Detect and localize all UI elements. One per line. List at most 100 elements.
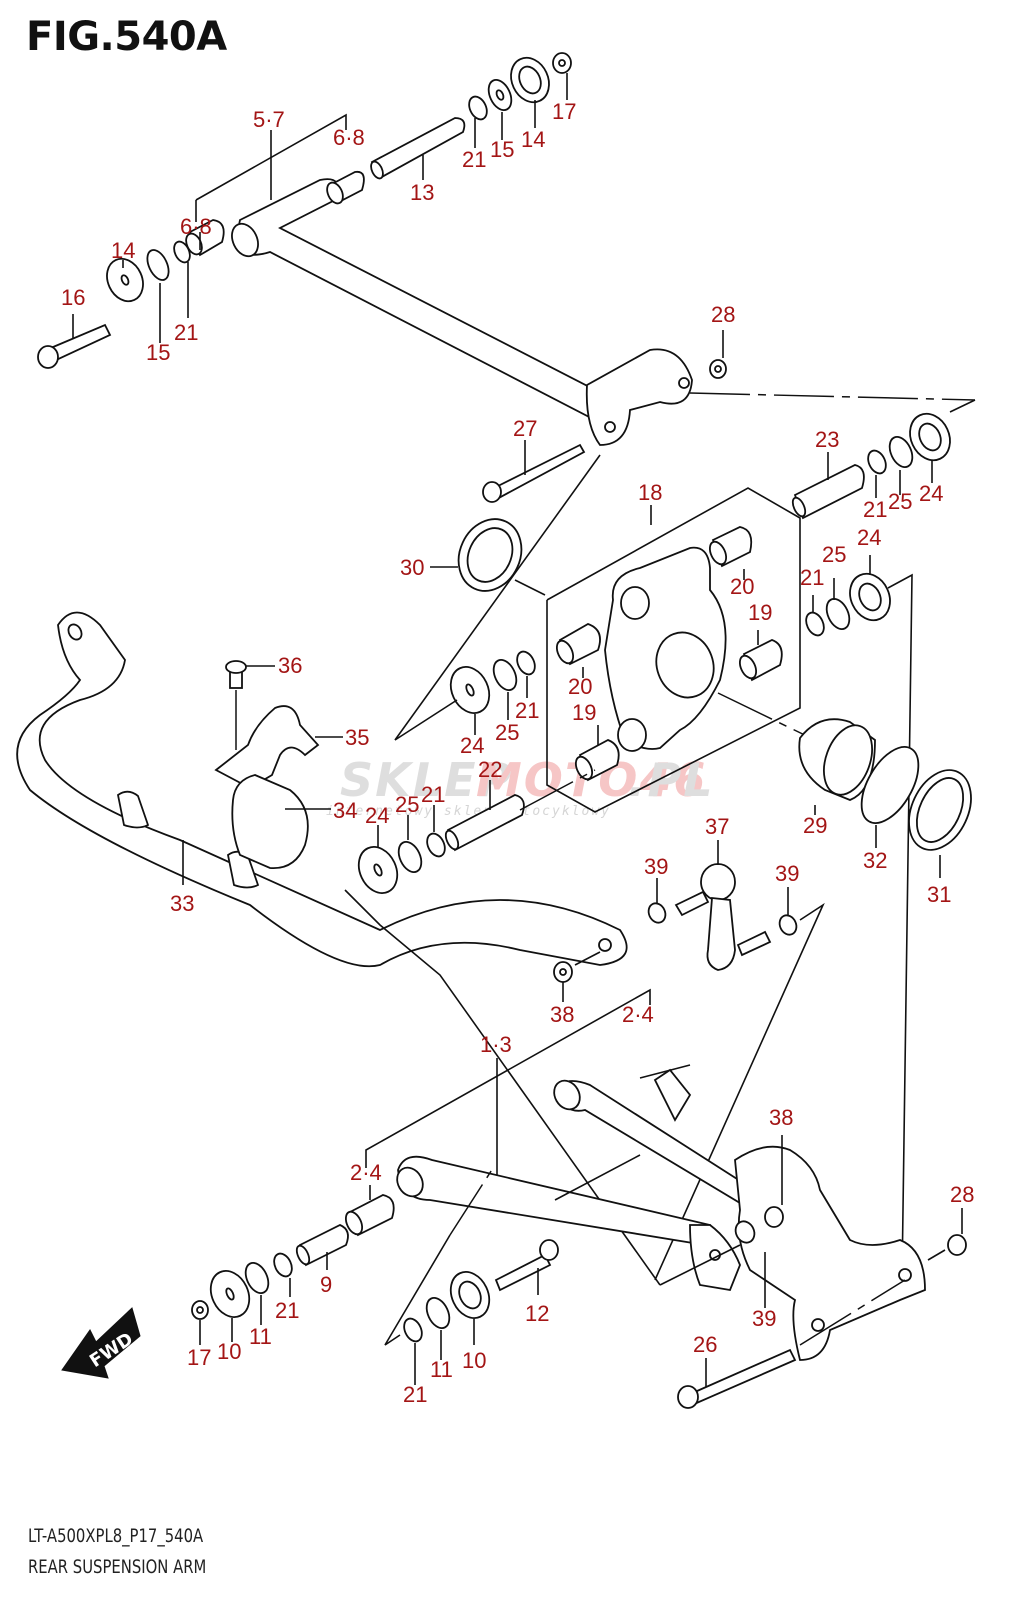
washer-25a xyxy=(888,435,914,469)
washer-11a xyxy=(244,1261,270,1295)
oil-seal-21 xyxy=(468,95,488,121)
callout-11-bottom: 11 xyxy=(430,1357,453,1382)
callout-19-lower: 19 xyxy=(572,700,596,725)
callout-38-lower: 38 xyxy=(769,1105,793,1130)
callout-28-lower: 28 xyxy=(950,1182,974,1207)
lower-center-stack xyxy=(384,1164,559,1385)
mid-lower-stack xyxy=(344,650,661,1286)
callout-18: 18 xyxy=(638,480,662,505)
washer-25b xyxy=(825,597,851,631)
cushion-10b xyxy=(449,1271,491,1319)
leader-bracket xyxy=(195,113,347,201)
callout-6-8: 6·8 xyxy=(333,125,365,150)
oil-seal-21c xyxy=(867,449,887,475)
cushion-24d xyxy=(357,846,399,894)
callout-21-right: 21 xyxy=(863,497,887,522)
callout-1-3: 1·3 xyxy=(480,1032,512,1057)
nut-28b xyxy=(947,1234,967,1256)
washer-39b xyxy=(778,914,798,936)
shaft-13 xyxy=(370,117,466,180)
bushing-34 xyxy=(231,774,309,869)
upper-bracket-assembly xyxy=(37,52,607,422)
callout-30: 30 xyxy=(400,555,424,580)
callout-5-7: 5·7 xyxy=(253,107,285,132)
seal-31 xyxy=(908,769,972,851)
callout-21: 21 xyxy=(462,147,486,172)
callout-26: 26 xyxy=(693,1332,717,1357)
washer-39c xyxy=(734,1220,756,1244)
stabilizer-link-37 xyxy=(700,863,736,901)
callout-13: 13 xyxy=(410,180,434,205)
shaft-22 xyxy=(446,794,525,852)
oil-seal-21b xyxy=(173,240,191,264)
nut-28 xyxy=(709,359,727,379)
callout-25-lower: 25 xyxy=(395,792,419,817)
callout-17: 17 xyxy=(552,99,576,124)
callout-14: 14 xyxy=(521,127,545,152)
callout-15-left: 15 xyxy=(146,340,170,365)
cushion-10a xyxy=(209,1270,251,1318)
callout-2-4-upper: 2·4 xyxy=(622,1002,654,1027)
cushion-24c xyxy=(449,666,491,714)
cushion-24b xyxy=(849,572,891,622)
oil-seal-21d xyxy=(805,611,825,637)
callout-25-center: 25 xyxy=(495,720,519,745)
washer-25c xyxy=(492,658,518,692)
callout-23: 23 xyxy=(815,427,839,452)
callout-21-center: 21 xyxy=(515,698,539,723)
callout-20-lower: 20 xyxy=(568,674,592,699)
circlip-32 xyxy=(860,746,920,824)
knuckle-box xyxy=(546,487,816,813)
nut-38b xyxy=(764,1206,784,1228)
callout-14-left: 14 xyxy=(111,238,135,263)
callout-34: 34 xyxy=(333,798,357,823)
callout-39-lower: 39 xyxy=(752,1306,776,1331)
callout-6-8-lower: 6·8 xyxy=(180,214,212,239)
callout-25-right: 25 xyxy=(888,489,912,514)
oil-seal-30 xyxy=(457,518,523,592)
cushion-14b xyxy=(106,257,144,303)
nut-38a xyxy=(553,961,573,983)
callout-32: 32 xyxy=(863,848,887,873)
callout-37: 37 xyxy=(705,814,729,839)
bolt-26 xyxy=(686,1348,797,1407)
callout-35: 35 xyxy=(345,725,369,750)
figure-title: FIG.540A xyxy=(26,14,227,60)
washer-15 xyxy=(487,78,513,112)
nut-17b xyxy=(191,1300,209,1320)
bearing-group xyxy=(798,718,972,878)
callout-22: 22 xyxy=(478,757,502,782)
shaft-23 xyxy=(793,464,865,520)
callout-17-lower: 17 xyxy=(187,1345,211,1370)
callout-10-bottom: 10 xyxy=(462,1348,486,1373)
callout-28: 28 xyxy=(711,302,735,327)
callout-39-left: 39 xyxy=(644,854,668,879)
callout-16: 16 xyxy=(61,285,85,310)
bolt-12 xyxy=(494,1253,552,1292)
callout-39-right: 39 xyxy=(775,861,799,886)
callout-33: 33 xyxy=(170,891,194,916)
arm-bracket-line xyxy=(365,988,651,1168)
callout-21-lower-left: 21 xyxy=(275,1298,299,1323)
stabilizer-mount-pipe xyxy=(234,178,607,422)
watermark-text-1: SKLEP xyxy=(340,753,513,807)
callout-labels: 5·7 6·8 13 21 15 14 17 6·8 14 16 15 21 2… xyxy=(61,99,974,1407)
callout-24-center: 24 xyxy=(460,733,484,758)
callout-25-mid: 25 xyxy=(822,542,846,567)
callout-9: 9 xyxy=(320,1272,332,1297)
washer-11b xyxy=(425,1296,451,1330)
washer-25d xyxy=(397,840,423,874)
clamp-35 xyxy=(214,705,320,790)
callout-24-right: 24 xyxy=(919,481,943,506)
callout-24-mid: 24 xyxy=(857,525,881,550)
fwd-arrow-icon: FWD xyxy=(61,1307,141,1379)
callout-12: 12 xyxy=(525,1301,549,1326)
oil-seal-21h xyxy=(403,1317,423,1343)
bolt-27 xyxy=(488,443,586,502)
callout-36: 36 xyxy=(278,653,302,678)
callout-31: 31 xyxy=(927,882,951,907)
callout-38: 38 xyxy=(550,1002,574,1027)
callout-15: 15 xyxy=(490,137,514,162)
nut-17 xyxy=(552,52,572,74)
